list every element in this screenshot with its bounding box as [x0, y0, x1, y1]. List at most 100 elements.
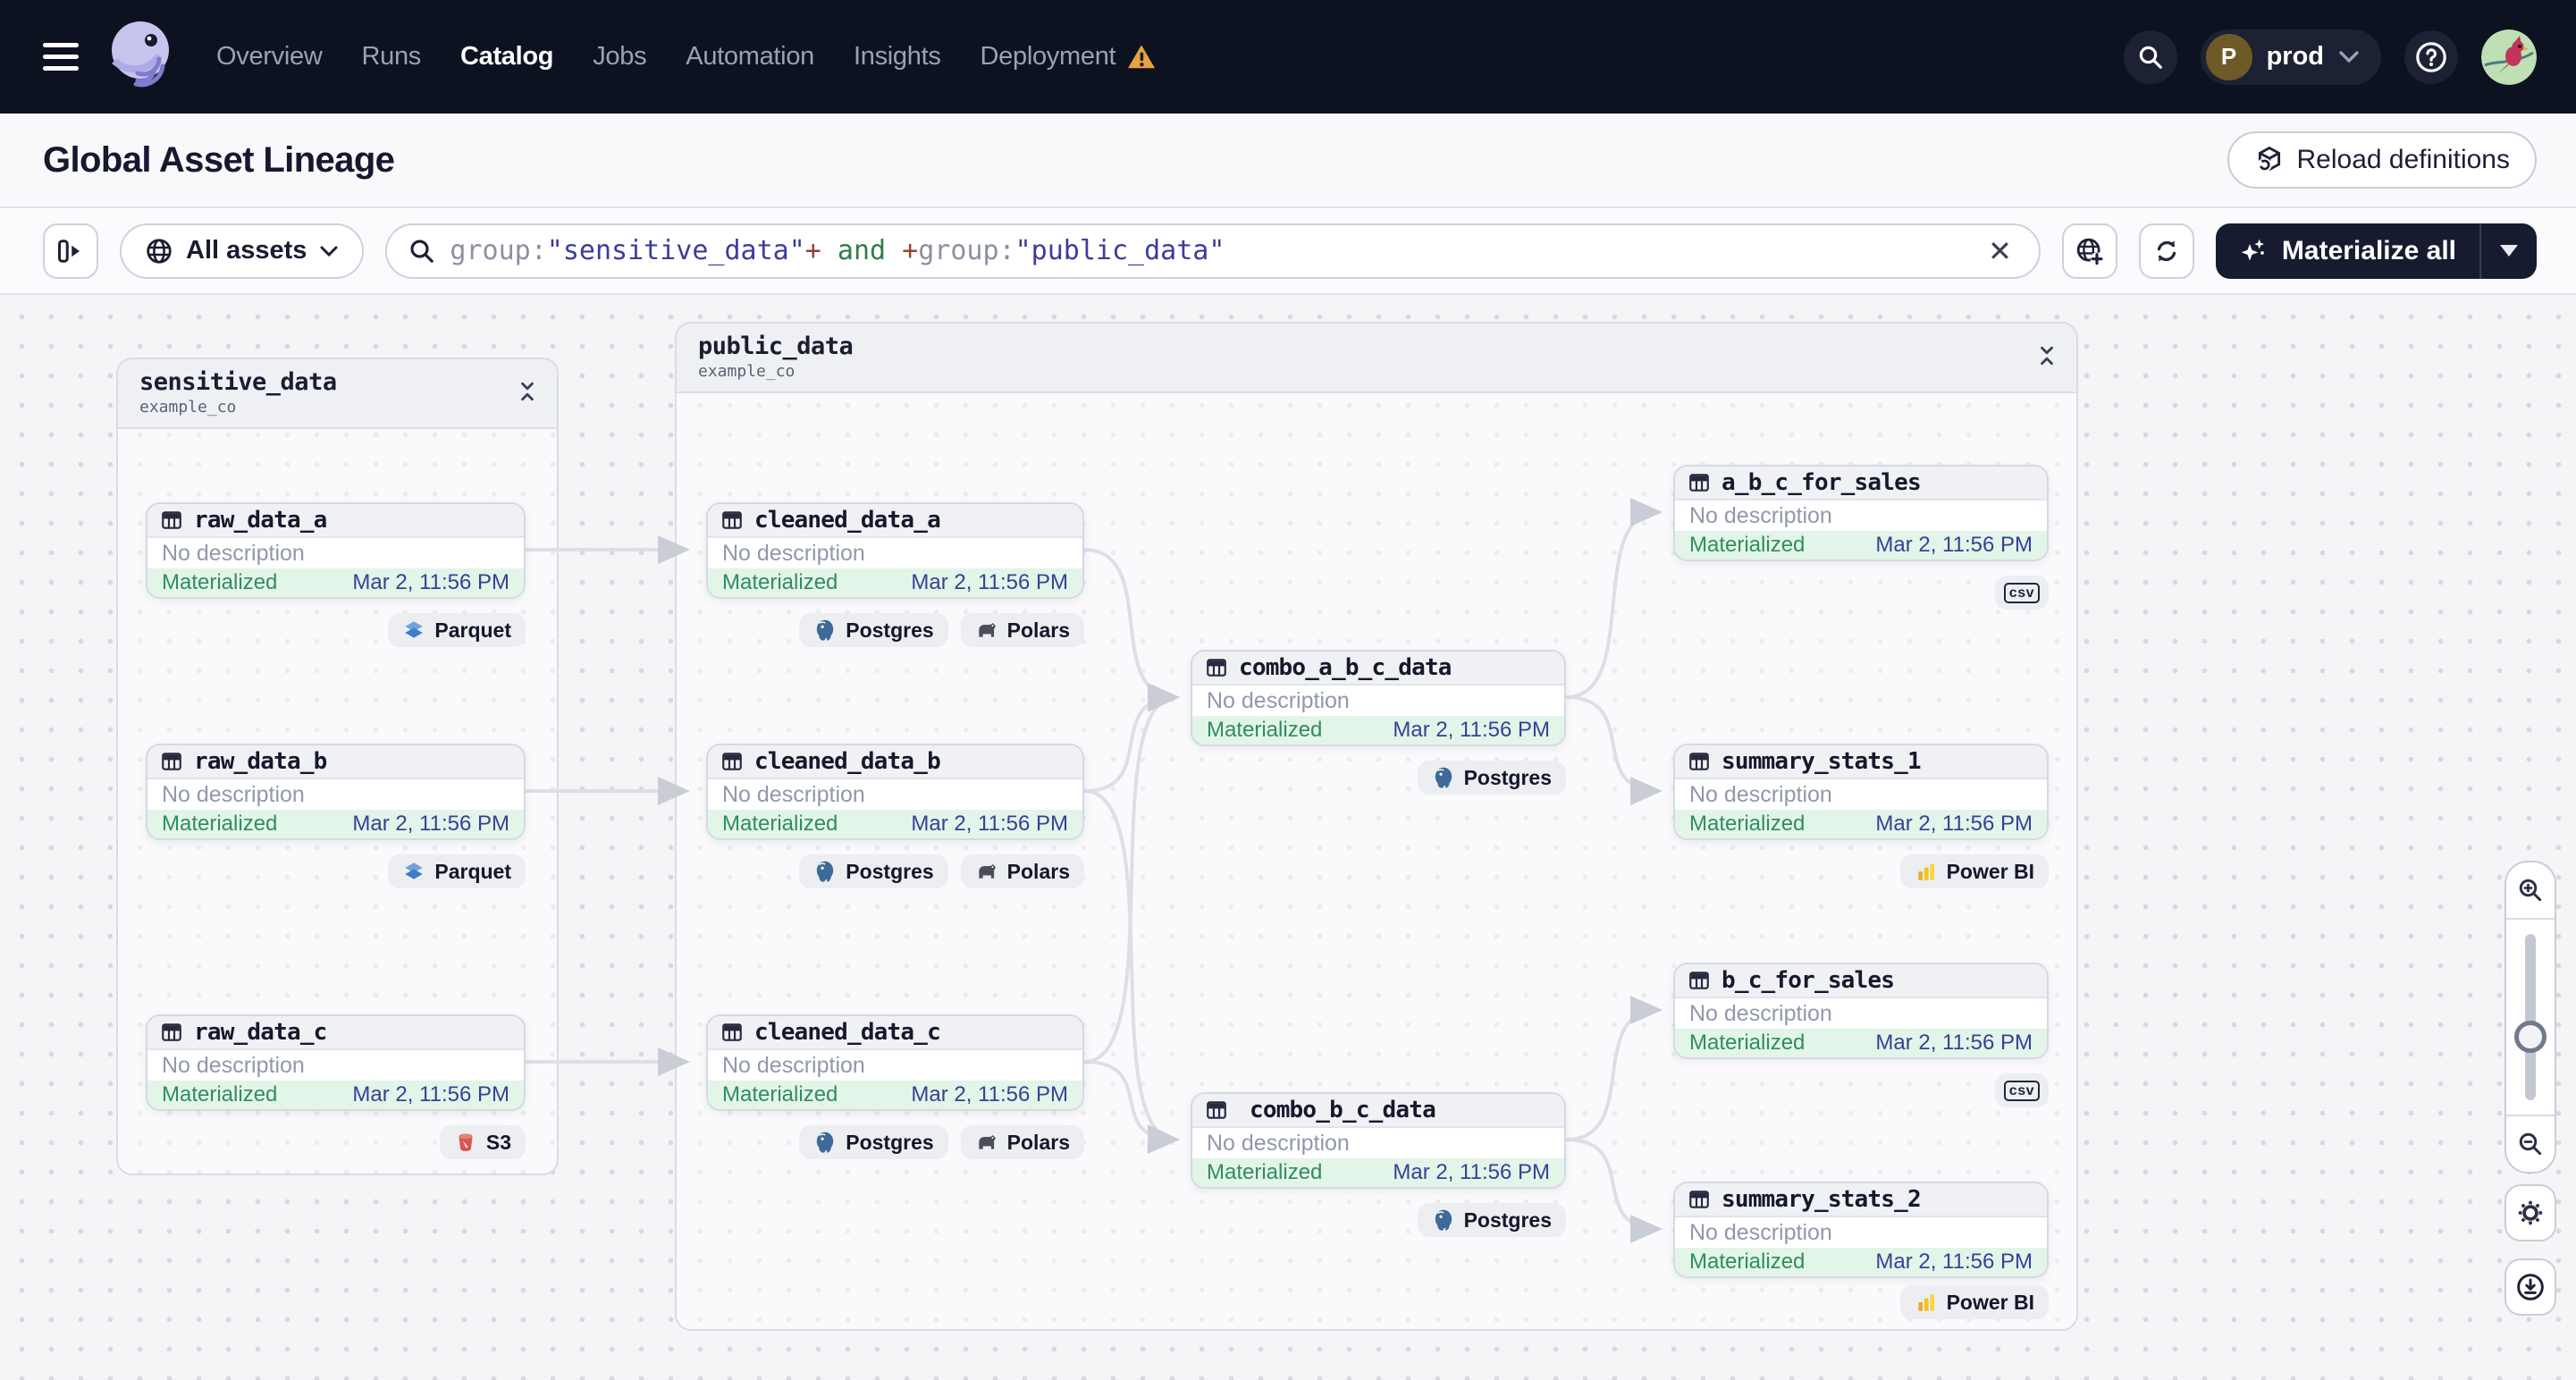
- asset-timestamp: Mar 2, 11:56 PM: [1875, 1031, 2033, 1055]
- zoom-out-button[interactable]: [2506, 1115, 2555, 1172]
- environment-initial: P: [2205, 33, 2252, 80]
- kind-tag-parquet[interactable]: Parquet: [388, 854, 526, 888]
- kind-tag-label: S3: [485, 1130, 511, 1154]
- materialize-options-button[interactable]: [2479, 223, 2537, 279]
- asset-description: No description: [1689, 1000, 1832, 1026]
- materialize-all-label: Materialize all: [2281, 235, 2456, 265]
- asset-node-cleaned-data-a[interactable]: cleaned_data_a No description Materializ…: [706, 502, 1084, 599]
- table-icon: [1689, 753, 1709, 770]
- kind-tag-power-bi[interactable]: Power BI: [1899, 854, 2049, 888]
- lineage-canvas[interactable]: sensitive_data example_co public_data ex…: [0, 295, 2576, 1380]
- zoom-in-button[interactable]: [2506, 862, 2555, 920]
- asset-node-b-c-for-sales[interactable]: b_c_for_sales No description Materialize…: [1673, 963, 2049, 1059]
- kind-tag-polars[interactable]: Polars: [960, 1125, 1084, 1159]
- open-sidebar-button[interactable]: [43, 223, 98, 279]
- asset-node-combo-b-c-data[interactable]: combo_b_c_datacombo_b_c_datacombo_b_c_da…: [1191, 1092, 1566, 1189]
- top-nav: Overview Runs Catalog Jobs Automation In…: [0, 0, 2576, 114]
- kind-tag-parquet[interactable]: Parquet: [388, 613, 526, 647]
- kind-tag-postgres[interactable]: Postgres: [799, 1125, 948, 1159]
- nav-item-overview[interactable]: Overview: [216, 42, 323, 71]
- nav-item-insights[interactable]: Insights: [853, 42, 941, 71]
- materialize-all-button[interactable]: Materialize all: [2215, 223, 2537, 279]
- kind-tag-polars[interactable]: Polars: [960, 613, 1084, 647]
- nav-item-automation[interactable]: Automation: [686, 42, 814, 71]
- materialize-all-main[interactable]: Materialize all: [2216, 236, 2479, 266]
- postgres-icon: [1435, 767, 1452, 788]
- kind-tag-label: Power BI: [1946, 859, 2034, 883]
- kind-tags: Postgres Polars: [706, 854, 1084, 888]
- table-icon: [722, 511, 742, 529]
- table-icon: [162, 1023, 181, 1041]
- kind-tag-label: Polars: [1006, 859, 1070, 883]
- zoom-slider-thumb[interactable]: [2514, 1020, 2547, 1053]
- asset-node-summary-stats-2[interactable]: summary_stats_2 No description Materiali…: [1673, 1182, 2049, 1278]
- nav-item-jobs[interactable]: Jobs: [593, 42, 647, 71]
- group-name: sensitive_data: [139, 368, 337, 396]
- graph-settings-button[interactable]: [2504, 1184, 2556, 1241]
- asset-status: Materialized: [1689, 533, 1806, 557]
- kind-tag-postgres[interactable]: Postgres: [799, 854, 948, 888]
- asset-description: No description: [162, 540, 305, 566]
- user-avatar[interactable]: [2481, 29, 2537, 85]
- asset-name: raw_data_b: [194, 748, 327, 775]
- kind-tag-csv[interactable]: csv: [1994, 576, 2049, 610]
- kind-tag-label: Postgres: [846, 1130, 934, 1154]
- chevron-down-icon: [2339, 50, 2359, 63]
- zoom-slider-track[interactable]: [2525, 934, 2536, 1100]
- kind-tag-polars[interactable]: Polars: [960, 854, 1084, 888]
- kind-tag-postgres[interactable]: Postgres: [1417, 761, 1566, 795]
- asset-name: cleaned_data_c: [754, 1019, 941, 1046]
- postgres-icon: [1435, 1209, 1452, 1231]
- zoom-slider[interactable]: [2506, 920, 2555, 1115]
- asset-filter-input[interactable]: group:"sensitive_data"+ and +group:"publ…: [385, 223, 2041, 279]
- asset-node-summary-stats-1[interactable]: summary_stats_1 No description Materiali…: [1673, 744, 2049, 840]
- refresh-button[interactable]: [2138, 223, 2194, 279]
- download-graph-button[interactable]: [2504, 1258, 2556, 1316]
- new-asset-selection-button[interactable]: [2061, 223, 2117, 279]
- asset-node-cleaned-data-b[interactable]: cleaned_data_b No description Materializ…: [706, 744, 1084, 840]
- help-button[interactable]: [2404, 29, 2458, 84]
- asset-scope-dropdown[interactable]: All assets: [120, 223, 365, 279]
- nav-item-deployment[interactable]: Deployment: [981, 42, 1158, 72]
- kind-tag-power-bi[interactable]: Power BI: [1899, 1285, 2049, 1319]
- collapse-group-icon[interactable]: [518, 381, 537, 402]
- nav-item-runs[interactable]: Runs: [361, 42, 421, 71]
- search-button[interactable]: [2123, 29, 2177, 84]
- query-seg-attr: group:: [450, 235, 547, 266]
- asset-timestamp: Mar 2, 11:56 PM: [1393, 1160, 1550, 1184]
- clear-filter-button[interactable]: ✕: [1988, 234, 2012, 267]
- page-header: Global Asset Lineage Reload definitions: [0, 114, 2576, 208]
- kind-tag-postgres[interactable]: Postgres: [1417, 1203, 1566, 1237]
- nav-item-catalog[interactable]: Catalog: [459, 42, 554, 71]
- refresh-icon: [2157, 240, 2176, 261]
- query-seg-plus: +: [902, 235, 919, 266]
- kind-tag-label: Postgres: [1463, 765, 1552, 789]
- postgres-icon: [817, 1132, 834, 1153]
- asset-node-cleaned-data-c[interactable]: cleaned_data_c No description Materializ…: [706, 1014, 1084, 1111]
- asset-status: Materialized: [722, 1082, 838, 1107]
- environment-switcher[interactable]: P prod: [2200, 29, 2381, 85]
- toolbar: All assets group:"sensitive_data"+ and +…: [0, 208, 2576, 295]
- kind-tags: S3: [146, 1125, 526, 1159]
- asset-status: Materialized: [1689, 1250, 1806, 1274]
- kind-tag-csv[interactable]: csv: [1994, 1073, 2049, 1107]
- table-icon: [162, 511, 181, 529]
- panel-expand-icon: [58, 239, 80, 263]
- nav-items: Overview Runs Catalog Jobs Automation In…: [216, 42, 1157, 72]
- kind-tag-label: Postgres: [846, 859, 934, 883]
- hamburger-menu-icon[interactable]: [43, 43, 79, 71]
- asset-node-combo-a-b-c-data[interactable]: combo_a_b_c_data No description Material…: [1191, 650, 1566, 746]
- asset-status: Materialized: [1689, 812, 1806, 836]
- asset-node-a-b-c-for-sales[interactable]: a_b_c_for_sales No description Materiali…: [1673, 465, 2049, 561]
- collapse-group-icon[interactable]: [2037, 345, 2057, 366]
- kind-tag-s3[interactable]: S3: [439, 1125, 526, 1159]
- reload-definitions-button[interactable]: Reload definitions: [2227, 131, 2537, 189]
- asset-timestamp: Mar 2, 11:56 PM: [1393, 718, 1550, 742]
- kind-tag-postgres[interactable]: Postgres: [799, 613, 948, 647]
- asset-description: No description: [722, 540, 865, 566]
- group-header: public_data example_co: [677, 324, 2076, 393]
- asset-description: No description: [1689, 502, 1832, 528]
